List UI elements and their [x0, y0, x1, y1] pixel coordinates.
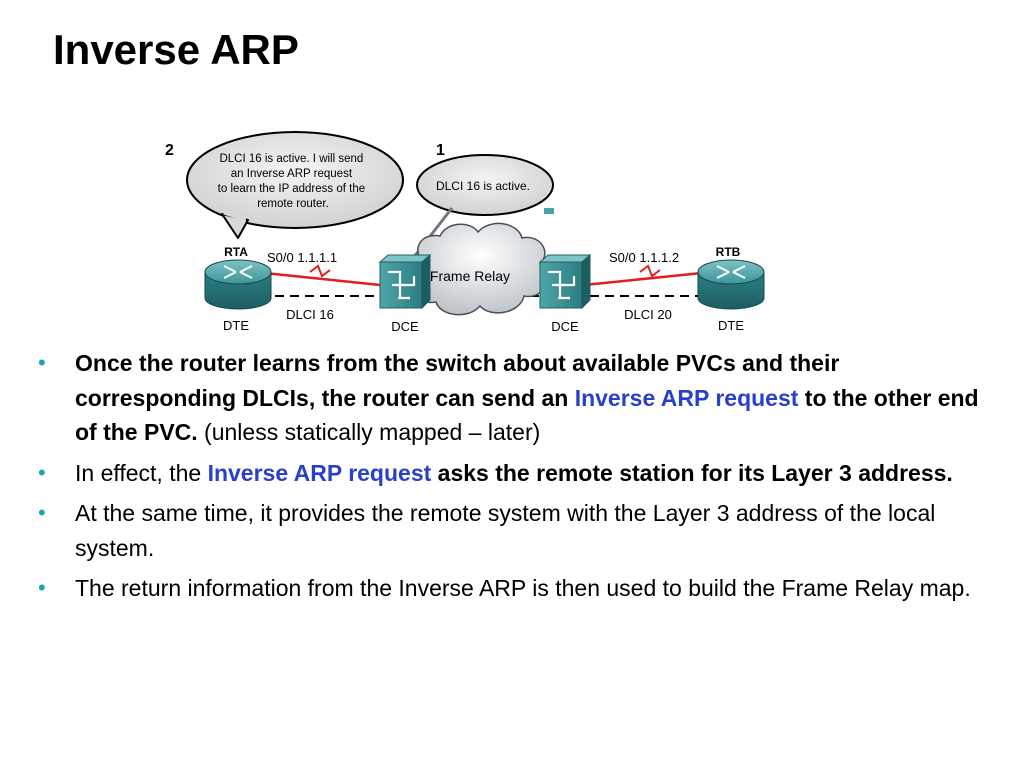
- bullet-text-bold: to the other end of the PVC.: [75, 384, 979, 446]
- bullet-item: • At the same time, it provides the remot…: [38, 496, 998, 565]
- bullet-highlight: Inverse ARP request: [574, 384, 799, 411]
- bullet-list: • Once the router learns from the switch …: [38, 346, 998, 612]
- slide-title: Inverse ARP: [53, 26, 299, 73]
- bullet-icon: •: [38, 500, 46, 525]
- bullet-icon: •: [38, 350, 46, 375]
- router-label-rta: RTA: [224, 245, 248, 259]
- speech-bubble-left: DLCI 16 is active. I will send an Invers…: [186, 131, 404, 239]
- svg-text:DLCI 16 is active. I will send: DLCI 16 is active. I will send an Invers…: [218, 153, 369, 210]
- step-2-label: 2: [165, 142, 174, 159]
- dlci-label-right: DLCI 20: [624, 307, 672, 322]
- dce-label-left: DCE: [391, 319, 419, 334]
- frame-relay-diagram: 2 1 DLCI 16 is active. I will send an In…: [0, 0, 1024, 345]
- speech-bubble-right: DLCI 16 is active.: [408, 154, 554, 263]
- step-1-label: 1: [436, 142, 445, 159]
- cloud-label: Frame Relay: [430, 268, 510, 284]
- interface-label-rta: S0/0 1.1.1.1: [267, 250, 337, 265]
- bullet-text: The return information from the Inverse …: [75, 575, 971, 601]
- dte-label-right: DTE: [718, 318, 744, 333]
- bullet-text: (unless statically mapped – later): [197, 419, 541, 445]
- bullet-item: • Once the router learns from the switch …: [38, 346, 998, 450]
- router-icon: [204, 259, 272, 310]
- switch-icon: [538, 253, 592, 310]
- bubble-left-line-3: to learn the IP address of the: [218, 183, 365, 195]
- bubble-left-line-1: DLCI 16 is active. I will send: [219, 153, 363, 165]
- bullet-icon: •: [38, 459, 46, 485]
- bullet-text-bold: Once the router learns from the switch a…: [75, 350, 840, 411]
- bullet-highlight: Inverse ARP request: [207, 459, 432, 486]
- bullet-icon: •: [38, 575, 46, 600]
- bullet-text-bold: asks the remote station for its Layer 3 …: [431, 459, 953, 486]
- interface-label-rtb: S0/0 1.1.1.2: [609, 250, 679, 265]
- bubble-left-line-2: an Inverse ARP request: [231, 168, 353, 180]
- bullet-text: In effect, the: [75, 459, 208, 486]
- bubble-right-text: DLCI 16 is active.: [436, 179, 530, 193]
- serial-link-left: [264, 271, 381, 287]
- dlci-label-left: DLCI 16: [286, 307, 334, 322]
- switch-icon: [378, 253, 432, 310]
- dce-label-right: DCE: [551, 319, 579, 334]
- serial-link-right: [583, 271, 703, 287]
- bullet-item: • In effect, the Inverse ARP request asks…: [38, 456, 998, 491]
- router-icon: [697, 259, 765, 310]
- bubble-left-line-4: remote router.: [257, 198, 329, 210]
- bullet-item: • The return information from the Inverse…: [38, 571, 998, 606]
- router-label-rtb: RTB: [716, 245, 741, 259]
- dte-label-left: DTE: [223, 318, 249, 333]
- frame-relay-cloud: Frame Relay: [413, 222, 549, 316]
- bullet-text: At the same time, it provides the remote…: [75, 500, 936, 561]
